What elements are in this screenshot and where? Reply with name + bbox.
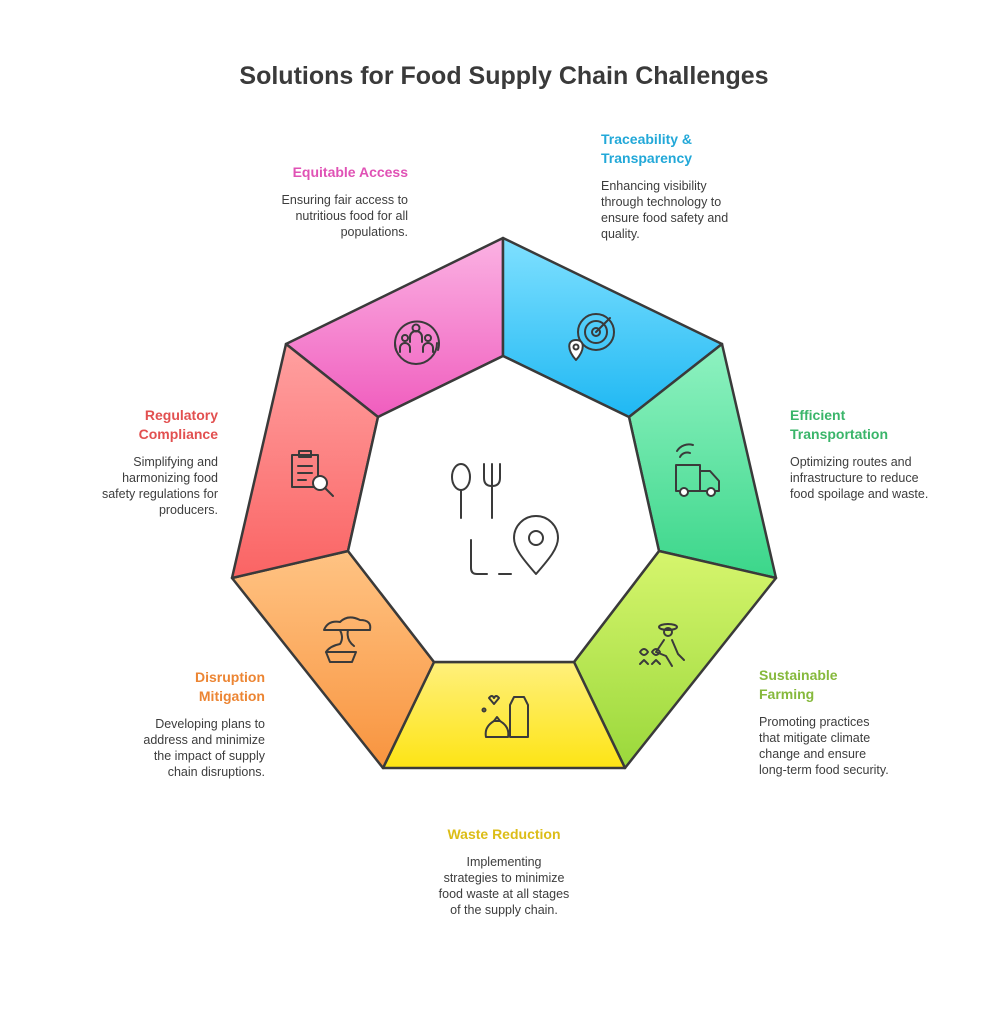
label-efficient-transportation: Efficient Transportation Optimizing rout… bbox=[790, 406, 930, 502]
fork-icon bbox=[483, 463, 501, 519]
waste-reduction-title: Waste Reduction bbox=[447, 826, 561, 842]
waste-reduction-description: Implementing strategies to minimize food… bbox=[438, 855, 570, 917]
equitable-access-title: Equitable Access bbox=[292, 164, 408, 180]
label-waste-reduction: Waste Reduction Implementing strategies … bbox=[424, 825, 584, 918]
bonsai-icon bbox=[323, 616, 372, 663]
disruption-mitigation-description: Developing plans to address and minimize… bbox=[143, 717, 265, 779]
sustainable-farming-description: Promoting practices that mitigate climat… bbox=[759, 715, 889, 777]
regulatory-compliance-title: Regulatory Compliance bbox=[138, 407, 218, 442]
label-traceability: Traceability & Transparency Enhancing vi… bbox=[601, 130, 751, 242]
clipboard-search-icon bbox=[291, 450, 334, 497]
farmer-icon bbox=[639, 623, 685, 667]
location-pin-icon bbox=[470, 515, 559, 575]
efficient-transportation-title: Efficient Transportation bbox=[790, 407, 889, 442]
delivery-truck-icon bbox=[675, 443, 720, 497]
diagram-title: Solutions for Food Supply Chain Challeng… bbox=[239, 62, 769, 90]
efficient-transportation-description: Optimizing routes and infrastructure to … bbox=[790, 455, 929, 501]
sustainable-farming-title: Sustainable Farming bbox=[759, 667, 838, 702]
label-equitable-access: Equitable Access Ensuring fair access to… bbox=[238, 163, 408, 240]
disruption-mitigation-title: Disruption Mitigation bbox=[195, 669, 265, 704]
label-sustainable-farming: Sustainable Farming Promoting practices … bbox=[759, 666, 889, 778]
traceability-description: Enhancing visibility through technology … bbox=[601, 179, 729, 241]
equitable-access-description: Ensuring fair access to nutritious food … bbox=[281, 193, 408, 239]
traceability-title: Traceability & Transparency bbox=[601, 131, 693, 166]
radar-pin-icon bbox=[568, 313, 615, 361]
spoon-icon bbox=[451, 463, 471, 519]
label-disruption-mitigation: Disruption Mitigation Developing plans t… bbox=[125, 668, 265, 780]
community-icon bbox=[394, 320, 440, 365]
regulatory-compliance-description: Simplifying and harmonizing food safety … bbox=[101, 455, 218, 517]
bag-and-cup-icon bbox=[481, 695, 529, 738]
inner-heptagon bbox=[346, 354, 661, 664]
label-regulatory-compliance: Regulatory Compliance Simplifying and ha… bbox=[88, 406, 218, 518]
